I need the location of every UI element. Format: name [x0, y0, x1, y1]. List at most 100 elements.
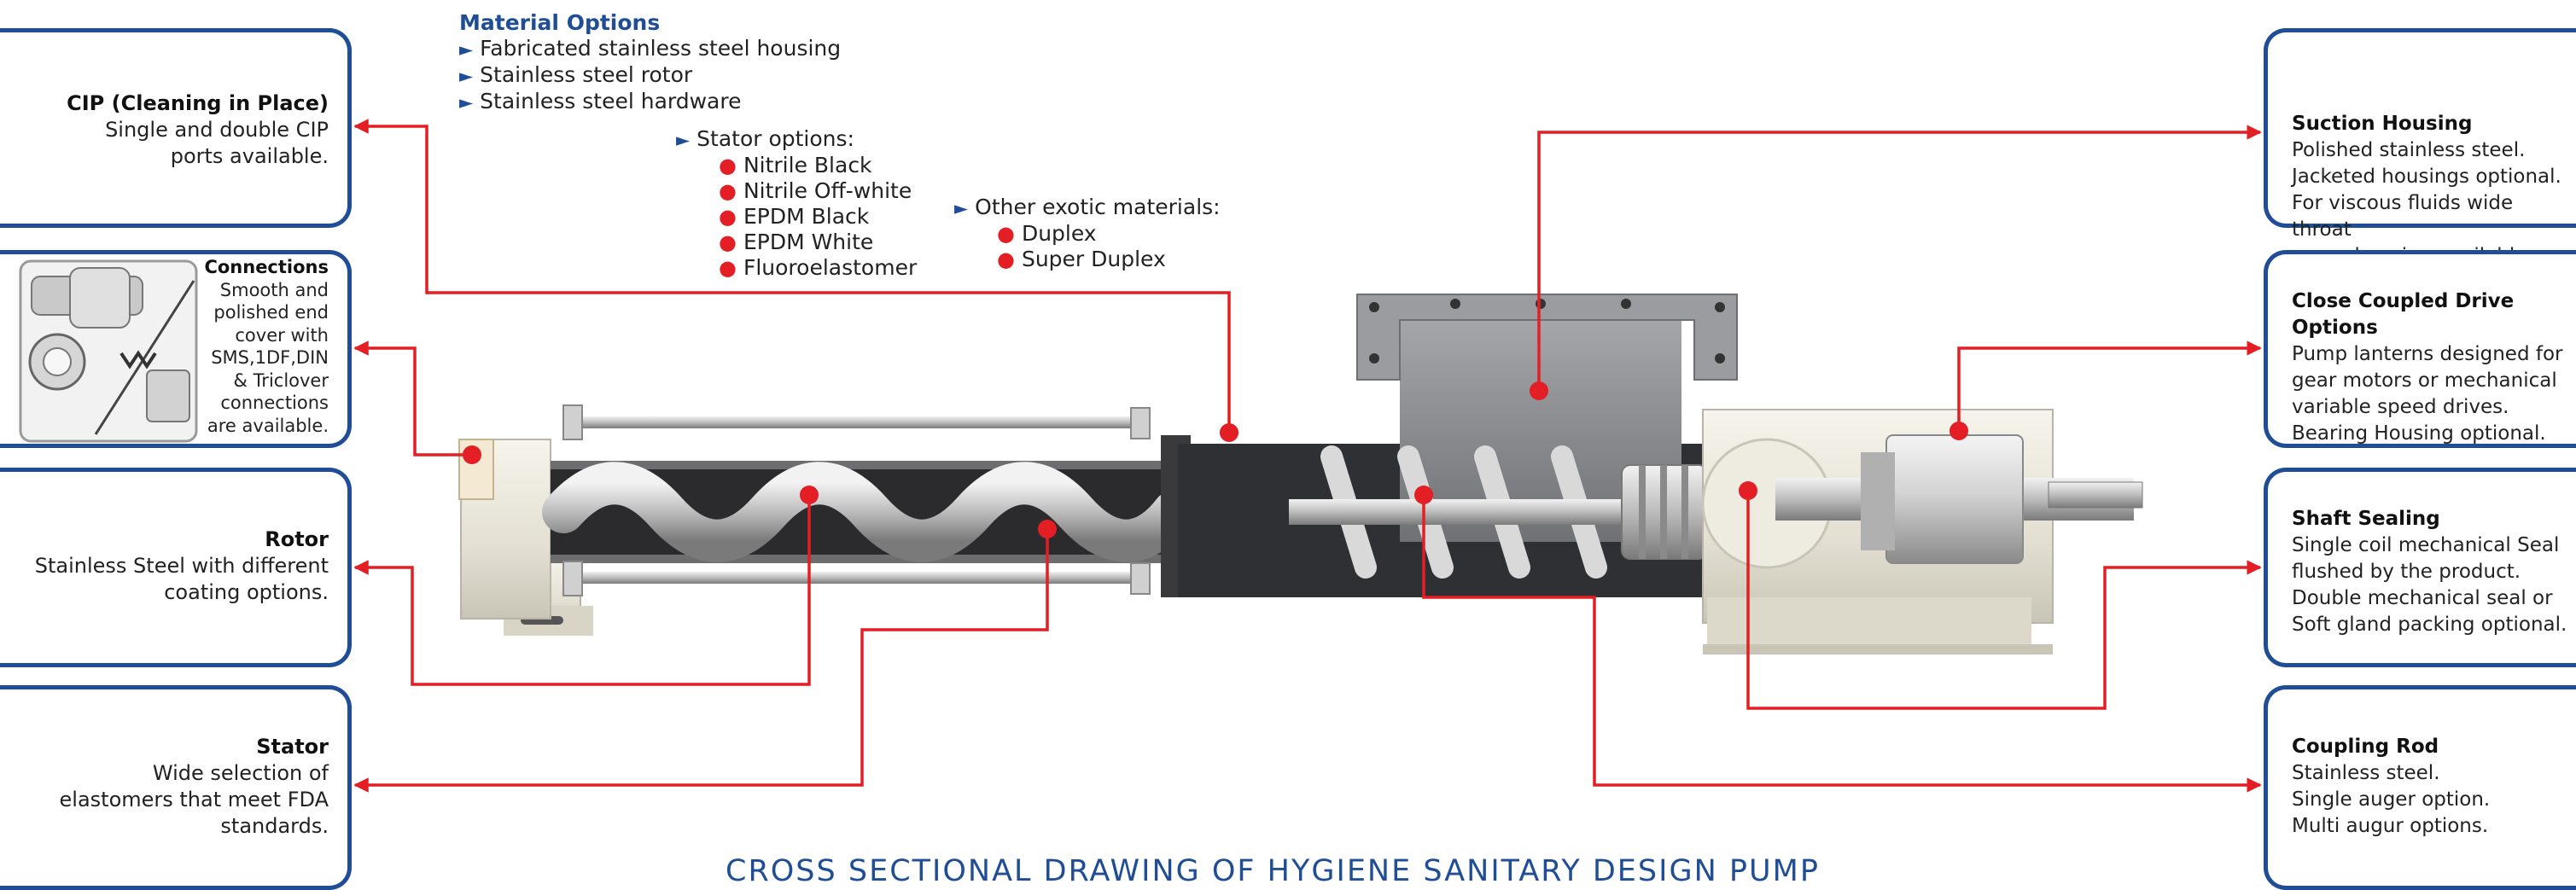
callout-dot-coupling: [1414, 486, 1433, 504]
exotic-item: ●Duplex: [997, 221, 1097, 246]
connections-line: & Triclover: [233, 369, 329, 391]
drive-line: Pump lanterns designed for: [2292, 343, 2563, 365]
lantern-foot: [1707, 597, 2031, 649]
callout-cip: [353, 119, 1231, 431]
dot-bullet-icon: ●: [719, 179, 737, 203]
dot-bullet-icon: ●: [719, 154, 737, 177]
drive-options-box: Close Coupled Drive Options Pump lantern…: [2264, 250, 2576, 448]
sealing-line: flushed by the product.: [2292, 561, 2521, 583]
stator-title: Stator: [256, 735, 329, 759]
tie-rod-nut-tr: [1130, 407, 1151, 439]
motor-cap: [1861, 452, 1895, 550]
dot-bullet-icon: ●: [719, 256, 737, 280]
coupling-line: Multi augur options.: [2292, 815, 2489, 837]
seal-band-3: [1681, 465, 1688, 559]
callout-dots: [463, 381, 1968, 538]
auger-shaft: [1289, 499, 1673, 525]
stator-item: ●Nitrile Off-white: [719, 178, 912, 203]
drive-title: Close Coupled Drive Options: [2292, 290, 2515, 339]
tie-rod-nut-tl: [562, 404, 583, 440]
triangle-bullet-icon: ►: [459, 92, 474, 113]
stator-line: Wide selection of: [152, 761, 329, 785]
diagram-caption: CROSS SECTIONAL DRAWING OF HYGIENE SANIT…: [726, 854, 1820, 888]
callout-coupling: [1422, 495, 2262, 793]
connections-line: polished end: [213, 302, 329, 323]
flange-bolt: [1621, 299, 1631, 309]
stator-item: ●Nitrile Black: [719, 153, 872, 177]
connections-text: Connections Smooth and polished end cove…: [204, 256, 329, 437]
callout-dot-cip: [1220, 423, 1238, 442]
stator-options: ►Stator options: ●Nitrile Black ●Nitrile…: [676, 126, 917, 281]
cip-title: CIP (Cleaning in Place): [67, 91, 329, 115]
connections-line: SMS,1DF,DIN: [211, 347, 329, 368]
rotor-box: Rotor Stainless Steel with different coa…: [0, 468, 352, 667]
stator-item: ●Fluoroelastomer: [719, 255, 918, 280]
motor-housing: [1885, 434, 2024, 564]
flange-bolt: [1369, 302, 1379, 312]
callout-suction: [1537, 125, 2262, 391]
coupling-rod-box: Coupling Rod Stainless steel. Single aug…: [2264, 685, 2576, 890]
exotic-options-heading: ►Other exotic materials:: [954, 195, 1221, 219]
seal-band-1: [1639, 465, 1646, 559]
connections-line: cover with: [235, 324, 329, 346]
flange-bolt: [1450, 299, 1460, 309]
material-options: Material Options ►Fabricated stainless s…: [459, 10, 841, 115]
dot-bullet-icon: ●: [719, 205, 737, 229]
callout-stator: [353, 529, 1049, 793]
dot-bullet-icon: ●: [997, 222, 1015, 246]
callout-rotor: [353, 495, 811, 686]
output-shaft: [2048, 481, 2143, 509]
suction-line: Jacketed housings optional.: [2292, 166, 2561, 188]
triangle-bullet-icon: ►: [676, 130, 691, 150]
tie-rod-top: [568, 416, 1148, 428]
callout-connections: [353, 340, 474, 457]
callout-sealing: [1746, 491, 2262, 710]
shaft-sealing-box: Shaft Sealing Single coil mechanical Sea…: [2264, 468, 2576, 667]
tie-rod-bottom: [568, 572, 1148, 584]
callout-dot-connections: [463, 445, 481, 464]
stator-options-heading: ►Stator options:: [676, 126, 854, 151]
flange-bolt: [1369, 353, 1379, 364]
rotor-line: coating options.: [164, 580, 329, 604]
tie-rod-nut-br: [1130, 562, 1151, 595]
material-item: ►Fabricated stainless steel housing: [459, 36, 842, 61]
seal-band-2: [1660, 465, 1667, 559]
rotor-title: Rotor: [265, 527, 329, 551]
exotic-options: ►Other exotic materials: ●Duplex ●Super …: [954, 195, 1221, 272]
suction-housing-flange: [1356, 294, 1738, 381]
cip-line: ports available.: [170, 144, 329, 168]
connections-title: Connections: [204, 257, 329, 277]
callout-dot-drive: [1949, 422, 1968, 440]
callout-dot-suction: [1530, 381, 1548, 400]
stator-tube-bottom: [551, 555, 1174, 563]
stator-box: Stator Wide selection of elastomers that…: [0, 685, 352, 890]
sealing-line: Double mechanical seal or: [2292, 587, 2553, 609]
rotor-helix: [542, 462, 1195, 562]
material-item: ►Stainless steel rotor: [459, 62, 693, 87]
cip-line: Single and double CIP: [105, 118, 329, 142]
lantern-base: [1703, 644, 2053, 654]
cip-box: CIP (Cleaning in Place) Single and doubl…: [0, 28, 352, 228]
callout-dot-rotor: [800, 486, 819, 504]
callout-lines: [353, 119, 2262, 793]
stator-tube-top: [551, 461, 1174, 469]
material-options-heading: Material Options: [459, 10, 661, 35]
callout-drive: [1957, 340, 2262, 431]
stator-item: ●EPDM White: [719, 230, 874, 254]
rotor-line: Stainless Steel with different: [34, 554, 329, 578]
connections-line: connections: [220, 393, 329, 413]
inlet-end-cover: [460, 439, 551, 620]
flange-bolt: [1536, 299, 1546, 309]
suction-title: Suction Housing: [2292, 113, 2473, 135]
drive-line: variable speed drives.: [2292, 396, 2509, 418]
coupling-line: Single auger option.: [2292, 788, 2491, 811]
connections-photo-icon: [19, 259, 198, 443]
exotic-item: ●Super Duplex: [997, 247, 1166, 271]
sealing-line: Single coil mechanical Seal: [2292, 534, 2560, 556]
flange-bolt: [1715, 302, 1725, 312]
coupling-line: Stainless steel.: [2292, 762, 2440, 784]
drive-line: gear motors or mechanical: [2292, 369, 2557, 392]
dot-bullet-icon: ●: [719, 230, 737, 254]
dot-bullet-icon: ●: [997, 247, 1015, 271]
triangle-bullet-icon: ►: [954, 198, 969, 218]
